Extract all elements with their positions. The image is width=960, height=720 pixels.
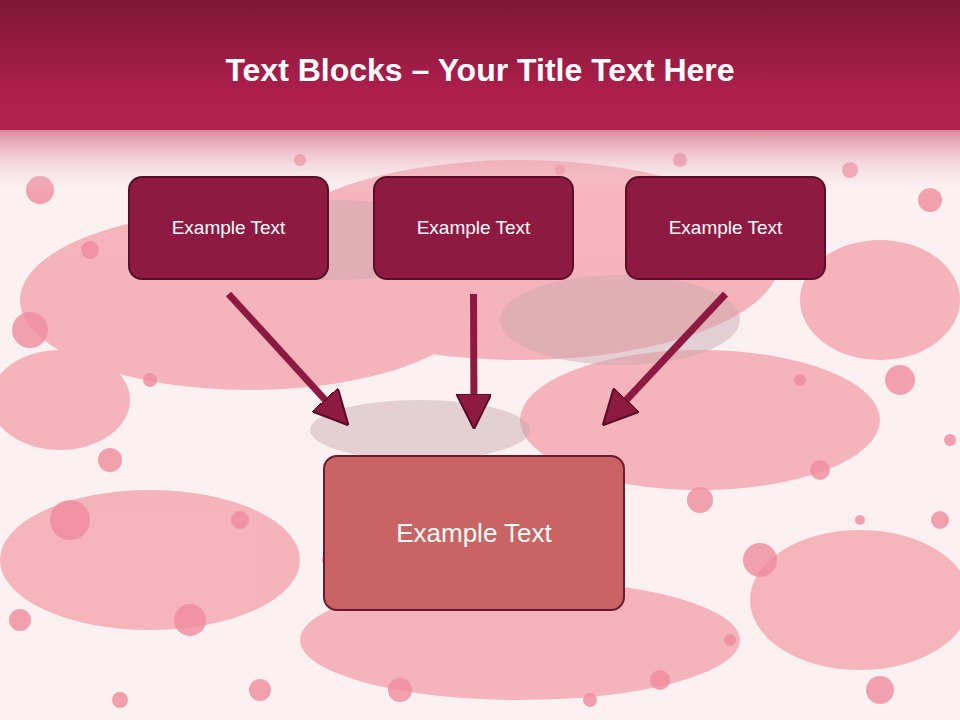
text-block: Example Text bbox=[323, 455, 625, 611]
block-text: Example Text bbox=[396, 518, 552, 549]
block-text: Example Text bbox=[417, 217, 531, 239]
flow-arrow bbox=[470, 294, 478, 415]
flow-arrow bbox=[229, 294, 339, 415]
flow-arrow bbox=[612, 294, 725, 415]
text-block: Example Text bbox=[373, 176, 574, 280]
slide-title: Text Blocks – Your Title Text Here bbox=[0, 52, 960, 89]
block-text: Example Text bbox=[172, 217, 286, 239]
text-block: Example Text bbox=[128, 176, 329, 280]
block-text: Example Text bbox=[669, 217, 783, 239]
text-block: Example Text bbox=[625, 176, 826, 280]
